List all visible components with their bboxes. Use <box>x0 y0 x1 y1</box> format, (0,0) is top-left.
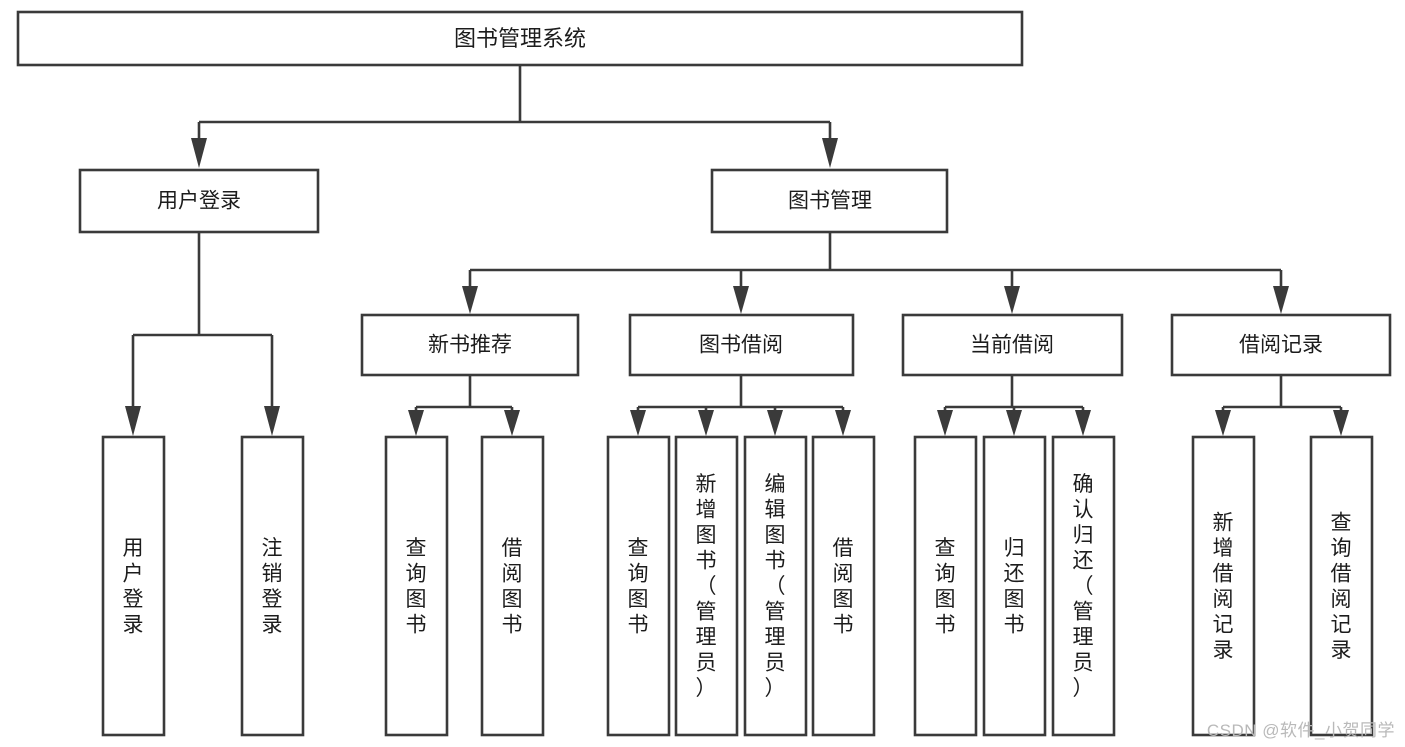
connector-record-to-leaves <box>1215 375 1349 436</box>
arrow-leaf-query-record <box>1333 410 1349 436</box>
node-user-login-box <box>78 168 320 234</box>
leaf-return-book-label: 归还图书 <box>1004 537 1025 637</box>
arrow-leaf-add-record <box>1215 410 1231 436</box>
leaf-confirm-return-box <box>1051 435 1116 737</box>
leaf-query-book-1-label: 查询图书 <box>406 537 427 637</box>
leaf-return-book-box <box>982 435 1047 737</box>
leaf-node-query-borrow-record[interactable]: 查询借阅记录 <box>1309 435 1374 737</box>
leaf-node-query-book-recommend[interactable]: 查询图书 <box>384 435 449 737</box>
leaf-edit-book-box <box>743 435 808 737</box>
node-borrow-record-box <box>1170 313 1392 377</box>
node-book-borrow[interactable]: 图书借阅 <box>628 313 855 377</box>
node-book-management-label: 图书管理 <box>788 190 872 213</box>
arrow-to-user-login <box>191 138 207 168</box>
leaf-edit-book-label: 编辑图书（管理员） <box>765 473 786 700</box>
arrow-leaf-return-book <box>1006 410 1022 436</box>
leaf-confirm-return-label: 确认归还（管理员） <box>1073 473 1094 700</box>
arrow-to-current-borrow <box>1004 286 1020 314</box>
node-root-system[interactable]: 图书管理系统 <box>16 10 1024 67</box>
leaf-node-borrow-book[interactable]: 借阅图书 <box>811 435 876 737</box>
leaf-node-query-book-borrow[interactable]: 查询图书 <box>606 435 671 737</box>
leaf-node-confirm-return[interactable]: 确认归还（管理员） <box>1051 435 1116 737</box>
leaf-add-book-label: 新增图书（管理员） <box>696 473 717 700</box>
leaf-node-add-book[interactable]: 新增图书（管理员） <box>674 435 739 737</box>
leaf-add-record-label: 新增借阅记录 <box>1213 511 1234 662</box>
node-new-book-recommend[interactable]: 新书推荐 <box>360 313 580 377</box>
leaf-node-edit-book[interactable]: 编辑图书（管理员） <box>743 435 808 737</box>
arrow-leaf-edit-book <box>767 410 783 436</box>
arrow-leaf-query-book-2 <box>630 410 646 436</box>
connector-userlogin-to-leaves <box>125 232 280 436</box>
leaf-borrow-book-1-label: 借阅图书 <box>502 537 523 637</box>
leaf-query-book-2-label: 查询图书 <box>628 537 649 637</box>
arrow-leaf-query-book-3 <box>937 410 953 436</box>
arrow-leaf-confirm-return <box>1075 410 1091 436</box>
node-current-borrow-box <box>901 313 1124 377</box>
arrow-leaf-logout <box>264 406 280 436</box>
leaf-add-record-box <box>1191 435 1256 737</box>
connector-root-to-level2 <box>191 65 838 168</box>
leaf-node-user-login[interactable]: 用户登录 <box>101 435 166 737</box>
arrow-leaf-add-book <box>698 410 714 436</box>
connector-newbook-to-leaves <box>408 375 520 436</box>
arrow-leaf-user-login <box>125 406 141 436</box>
leaf-query-record-box <box>1309 435 1374 737</box>
arrow-to-borrow-record <box>1273 286 1289 314</box>
connector-current-to-leaves <box>937 375 1091 436</box>
leaf-node-query-book-current[interactable]: 查询图书 <box>913 435 978 737</box>
leaf-node-add-borrow-record[interactable]: 新增借阅记录 <box>1191 435 1256 737</box>
node-book-management[interactable]: 图书管理 <box>710 168 949 234</box>
connector-bookmgmt-to-level3 <box>462 232 1289 314</box>
leaf-query-book-3-label: 查询图书 <box>935 537 956 637</box>
leaf-node-return-book[interactable]: 归还图书 <box>982 435 1047 737</box>
leaf-add-book-box <box>674 435 739 737</box>
leaf-query-record-label: 查询借阅记录 <box>1331 511 1352 662</box>
node-user-login[interactable]: 用户登录 <box>78 168 320 234</box>
leaf-query-book-3-box <box>913 435 978 737</box>
leaf-query-book-1-box <box>384 435 449 737</box>
arrow-to-book-mgmt <box>822 138 838 168</box>
leaf-user-login-box <box>101 435 166 737</box>
node-new-book-recommend-box <box>360 313 580 377</box>
arrow-to-newbook <box>462 286 478 314</box>
node-borrow-record[interactable]: 借阅记录 <box>1170 313 1392 377</box>
node-current-borrow-label: 当前借阅 <box>970 334 1054 357</box>
node-root-label: 图书管理系统 <box>454 26 586 51</box>
node-book-borrow-label: 图书借阅 <box>699 334 783 357</box>
leaf-borrow-book-2-box <box>811 435 876 737</box>
node-new-book-recommend-label: 新书推荐 <box>428 334 512 357</box>
leaf-borrow-book-1-box <box>480 435 545 737</box>
leaf-borrow-book-2-label: 借阅图书 <box>833 537 854 637</box>
leaf-node-borrow-book-recommend[interactable]: 借阅图书 <box>480 435 545 737</box>
connector-borrow-to-leaves <box>630 375 851 436</box>
arrow-leaf-borrow-book-1 <box>504 410 520 436</box>
arrow-leaf-borrow-book-2 <box>835 410 851 436</box>
node-book-borrow-box <box>628 313 855 377</box>
node-current-borrow[interactable]: 当前借阅 <box>901 313 1124 377</box>
node-root-box <box>16 10 1024 67</box>
csdn-watermark: CSDN @软件_小贺同学 <box>1206 721 1395 740</box>
arrow-to-borrow <box>733 286 749 314</box>
arrow-leaf-query-book-1 <box>408 410 424 436</box>
leaf-user-login-label: 用户登录 <box>123 537 144 637</box>
node-user-login-label: 用户登录 <box>157 190 241 213</box>
leaf-query-book-2-box <box>606 435 671 737</box>
node-book-management-box <box>710 168 949 234</box>
node-borrow-record-label: 借阅记录 <box>1239 334 1323 357</box>
leaf-logout-box <box>240 435 305 737</box>
leaf-logout-label: 注销登录 <box>262 537 283 637</box>
leaf-node-logout[interactable]: 注销登录 <box>240 435 305 737</box>
